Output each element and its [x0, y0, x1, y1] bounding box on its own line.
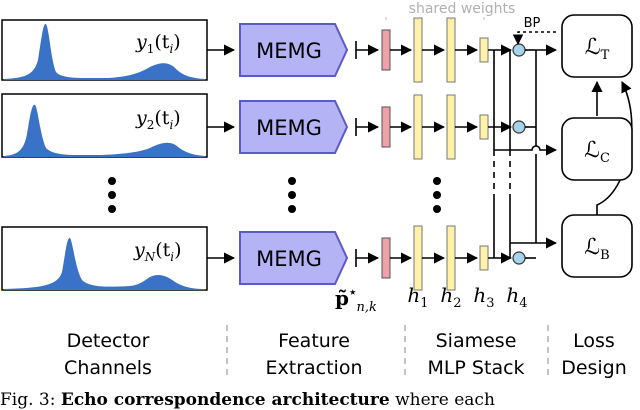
- channel-label-arg-1: (t: [154, 31, 169, 53]
- signal-waveform-3: [4, 237, 205, 290]
- channel-label-sub-3: N: [144, 250, 156, 264]
- channel-label-close-1: ): [173, 31, 180, 53]
- signal-waveform-1: [4, 23, 205, 80]
- ellipsis-dots: [108, 177, 441, 213]
- channel-label-arg-2: (t: [154, 107, 169, 129]
- section-detector-line1: Detector: [67, 330, 150, 352]
- memg-label-2: MEMG: [256, 116, 322, 140]
- h3-label: h3: [473, 283, 494, 311]
- channel-label-base-2: y: [135, 107, 147, 129]
- svg-text:y2(ti): y2(ti): [135, 107, 181, 132]
- h1-layer-2: [413, 94, 423, 160]
- section-feature-line2: Extraction: [266, 357, 363, 379]
- memg-block-3: [239, 231, 349, 285]
- h3-layer-2: [479, 114, 489, 140]
- loss-b-base: ℒ: [584, 235, 600, 260]
- svg-text:y1(ti): y1(ti): [135, 31, 181, 56]
- svg-text:ℒC: ℒC: [584, 138, 610, 166]
- h4-node-2: [512, 120, 526, 134]
- channel-label-close-2: ): [173, 107, 180, 129]
- loss-box-t: ℒT: [561, 14, 633, 78]
- layer-labels: p̃⋆n,k h1 h2 h3 h4: [335, 283, 528, 315]
- h4-label: h4: [506, 283, 527, 311]
- h3-layer-1: [479, 37, 489, 63]
- channel-label-argsub-3: i: [170, 250, 174, 264]
- h2-layer-1: [446, 17, 456, 83]
- mlp-rows: MEMG MEMG MEMG: [207, 17, 558, 291]
- signal-waveform-2: [4, 104, 205, 157]
- loss-box-b: ℒB: [561, 214, 633, 278]
- memg-label-1: MEMG: [256, 39, 322, 63]
- loss-t-base: ℒ: [585, 35, 601, 60]
- channel-plot-1: y1(ti): [1, 19, 208, 81]
- backprop-arrow: BP: [512, 16, 556, 46]
- section-loss-line1: Loss: [573, 330, 615, 352]
- memg-output-arrow-2: [355, 118, 378, 136]
- channel-plot-3: yN(ti): [1, 226, 208, 291]
- loss-c-sub: C: [600, 151, 610, 166]
- channel-label-argsub-1: i: [169, 42, 173, 56]
- h1-label: h1: [407, 283, 428, 311]
- section-mlp-line2: MLP Stack: [427, 357, 524, 379]
- channel-label-argsub-2: i: [169, 118, 173, 132]
- caption-bold: Echo correspondence architecture: [60, 390, 390, 410]
- caption-rest: where each: [389, 390, 495, 410]
- h3-layer-3: [479, 245, 489, 271]
- loss-b-sub: B: [600, 248, 610, 263]
- h1-layer-3: [413, 225, 423, 291]
- feature-vector-block-2: [381, 106, 391, 148]
- memg-block-1: [239, 23, 349, 77]
- feature-vector-block-3: [381, 237, 391, 279]
- channel-label-close-3: ): [174, 239, 181, 261]
- bp-label: BP: [524, 16, 541, 31]
- memg-output-arrow-1: [355, 41, 378, 59]
- h4-node-1: [512, 43, 526, 57]
- section-detector-line2: Channels: [64, 357, 152, 379]
- channel-label-base-3: y: [133, 239, 145, 261]
- loss-t-sub: T: [601, 48, 610, 63]
- loss-box-c: ℒC: [561, 117, 633, 181]
- channel-label-sub-2: 2: [147, 118, 155, 132]
- h2-layer-2: [446, 94, 456, 160]
- section-feature-line1: Feature: [278, 330, 350, 352]
- h1-layer-1: [413, 17, 423, 83]
- svg-text:ℒT: ℒT: [585, 35, 610, 63]
- channel-label-arg-3: (t: [155, 239, 170, 261]
- h2-layer-3: [446, 225, 456, 291]
- section-dividers: [226, 325, 549, 378]
- section-loss-line2: Design: [561, 357, 627, 379]
- memg-block-2: [239, 100, 349, 154]
- figure-caption: Fig. 3: Echo correspondence architecture…: [0, 390, 640, 410]
- channel-label-sub-1: 1: [147, 42, 155, 56]
- svg-text:yN(ti): yN(ti): [133, 239, 182, 264]
- feature-vector-block-1: [381, 29, 391, 71]
- channel-plot-2: y2(ti): [1, 93, 208, 158]
- loss-c-base: ℒ: [584, 138, 600, 163]
- memg-label-3: MEMG: [256, 247, 322, 271]
- memg-output-arrow-3: [355, 249, 378, 267]
- h2-label: h2: [440, 283, 461, 311]
- shared-weights-label: shared weights: [409, 1, 516, 17]
- svg-text:ℒB: ℒB: [584, 235, 609, 263]
- channel-label-base-1: y: [135, 31, 147, 53]
- feature-vector-label: p̃⋆n,k: [335, 285, 377, 315]
- caption-prefix: Fig. 3:: [0, 390, 56, 410]
- section-mlp-line1: Siamese: [436, 330, 517, 352]
- h4-node-3: [512, 251, 526, 265]
- section-labels: Detector Channels Feature Extraction Sia…: [64, 330, 627, 379]
